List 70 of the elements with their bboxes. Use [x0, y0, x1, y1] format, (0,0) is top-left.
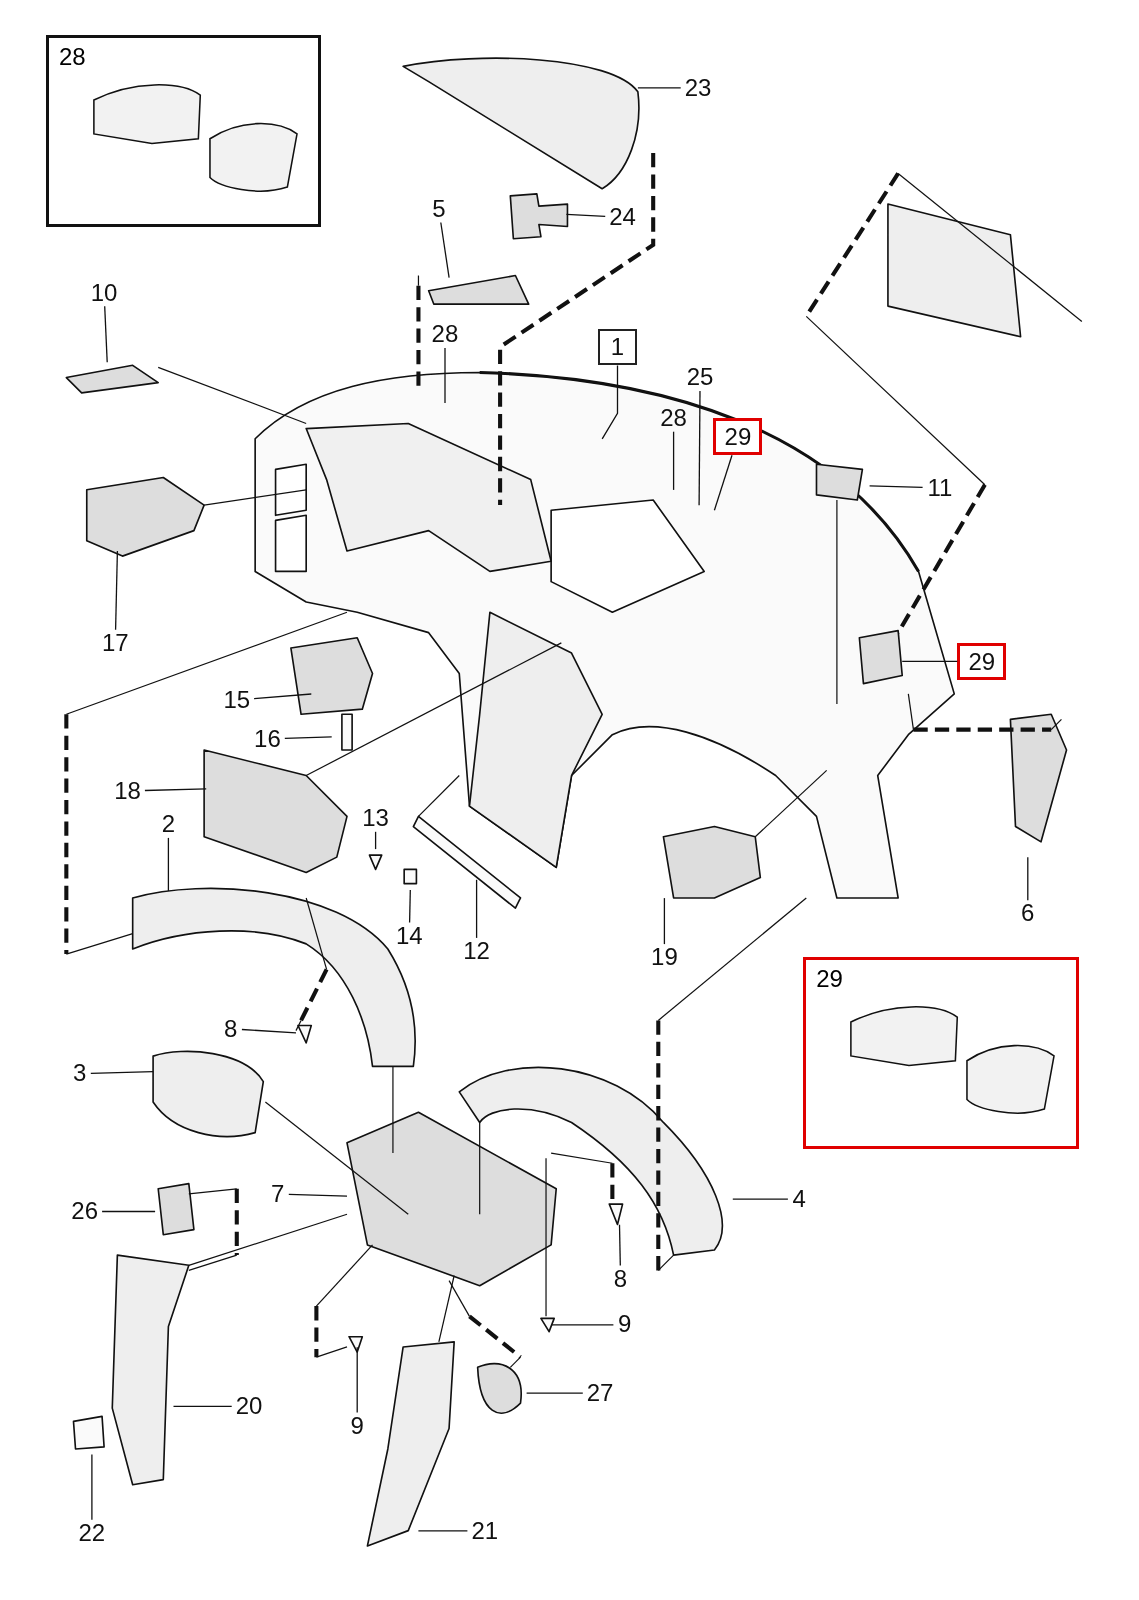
leader-line	[672, 431, 675, 491]
leader-line	[288, 1193, 348, 1197]
leader-line	[444, 347, 446, 404]
callout-number: 24	[605, 204, 640, 231]
callout-number-box: 1	[598, 328, 637, 366]
leader-line	[91, 1453, 93, 1521]
callout-number: 18	[110, 777, 145, 805]
callout-number: 12	[459, 937, 494, 965]
leader-line	[601, 364, 619, 440]
leader-line	[618, 1224, 621, 1267]
inset-panel	[45, 34, 322, 227]
callout-number: 20	[231, 1393, 267, 1420]
callout-number: 8	[609, 1265, 632, 1293]
leader-line	[1027, 856, 1029, 901]
callout-number: 11	[922, 474, 958, 502]
leader-line	[698, 390, 701, 506]
callout-number: 21	[467, 1517, 503, 1545]
leader-line	[475, 879, 478, 939]
leader-line	[417, 1530, 469, 1532]
callout-number: 28	[427, 321, 463, 348]
callout-number: 17	[97, 629, 133, 657]
leader-line	[550, 1324, 615, 1326]
callout-number-box: 29	[957, 642, 1007, 680]
callout-number: 3	[68, 1060, 91, 1087]
callout-number: 19	[647, 944, 682, 971]
callout-number: 28	[58, 43, 86, 70]
callout-number: 2	[157, 811, 180, 838]
leader-line	[408, 889, 411, 924]
leader-line	[241, 1028, 297, 1034]
callout-number: 16	[250, 725, 285, 753]
leader-line	[167, 837, 170, 892]
leader-line	[637, 87, 682, 89]
callout-number: 9	[346, 1412, 369, 1440]
callout-number: 8	[219, 1015, 242, 1043]
leader-line	[713, 454, 733, 511]
leader-line	[374, 831, 377, 850]
leader-line	[90, 1070, 154, 1075]
callout-number: 7	[266, 1180, 289, 1208]
inset-panel	[803, 957, 1079, 1150]
leader-line	[114, 550, 119, 631]
leader-line	[868, 485, 924, 488]
callout-number: 5	[427, 195, 451, 223]
leader-line	[356, 1346, 358, 1414]
callout-number: 6	[1016, 900, 1039, 927]
leader-line	[901, 660, 958, 663]
leader-line	[101, 1210, 156, 1213]
leader-line	[732, 1198, 789, 1200]
leader-line	[663, 897, 666, 945]
callout-number: 29	[816, 966, 843, 993]
callout-number: 26	[67, 1198, 103, 1225]
callout-number-box: 29	[713, 418, 763, 456]
leader-line	[525, 1392, 584, 1394]
leader-line	[284, 736, 333, 740]
callout-number: 14	[391, 922, 427, 950]
callout-number: 27	[582, 1379, 618, 1407]
callout-number: 13	[358, 805, 393, 832]
callout-number: 9	[613, 1311, 636, 1338]
callout-number: 15	[219, 686, 255, 714]
leader-line	[440, 221, 450, 279]
leader-line	[172, 1405, 233, 1408]
callout-number: 4	[787, 1185, 811, 1213]
callout-number: 23	[680, 74, 716, 102]
callout-number: 10	[86, 279, 122, 307]
leader-line	[253, 693, 312, 700]
callout-number: 28	[656, 405, 691, 432]
callout-number: 22	[74, 1519, 110, 1547]
leader-line	[565, 213, 606, 218]
callout-number: 25	[682, 364, 718, 391]
leader-line	[104, 305, 108, 363]
leader-line	[144, 788, 207, 792]
